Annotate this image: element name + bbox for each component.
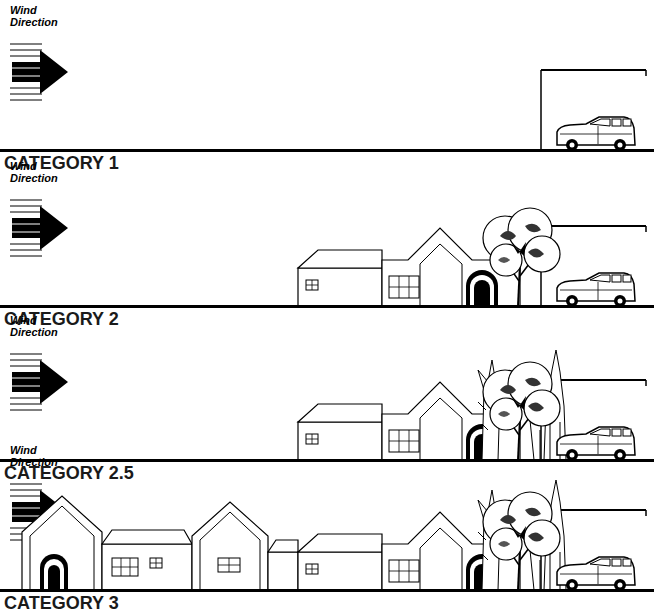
svg-use bbox=[557, 117, 635, 151]
svg-use bbox=[557, 273, 635, 307]
svg-use bbox=[557, 427, 635, 461]
svg-use bbox=[541, 70, 646, 150]
svg-use bbox=[557, 557, 635, 591]
wind-label: Wind Direction bbox=[10, 314, 58, 338]
svg-use bbox=[483, 492, 560, 590]
svg-use bbox=[0, 459, 654, 462]
svg-use bbox=[10, 200, 68, 256]
category-title: CATEGORY 3 bbox=[4, 593, 119, 613]
category-3-panel bbox=[0, 480, 654, 592]
wind-label: Wind Direction bbox=[10, 160, 58, 184]
svg-use bbox=[483, 208, 560, 306]
svg-use bbox=[0, 149, 654, 152]
svg-use bbox=[10, 354, 68, 410]
category-2-5-panel bbox=[0, 350, 654, 462]
svg-use bbox=[22, 496, 298, 590]
svg-use bbox=[0, 305, 654, 308]
category-2-panel bbox=[0, 200, 654, 308]
svg-use bbox=[478, 350, 566, 460]
category-1-panel bbox=[0, 44, 654, 152]
svg-use bbox=[10, 44, 68, 100]
svg-use bbox=[0, 589, 654, 592]
svg-use bbox=[478, 480, 566, 590]
svg-use bbox=[541, 226, 646, 306]
wind-label: Wind Direction bbox=[10, 444, 58, 468]
svg-use bbox=[483, 362, 560, 460]
wind-label: Wind Direction bbox=[10, 4, 58, 28]
